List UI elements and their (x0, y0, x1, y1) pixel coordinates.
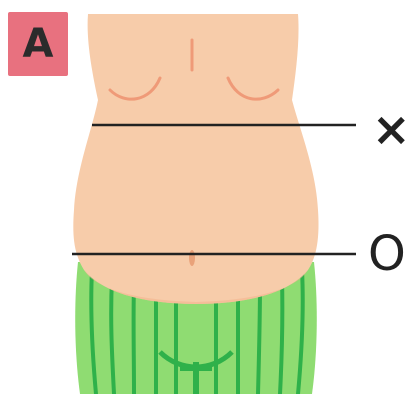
panel-label: A (23, 24, 54, 64)
correct-mark: O (368, 230, 406, 278)
panel-label-badge: A (8, 12, 68, 76)
torso (73, 14, 318, 304)
navel (189, 250, 195, 266)
incorrect-mark: × (372, 106, 411, 152)
